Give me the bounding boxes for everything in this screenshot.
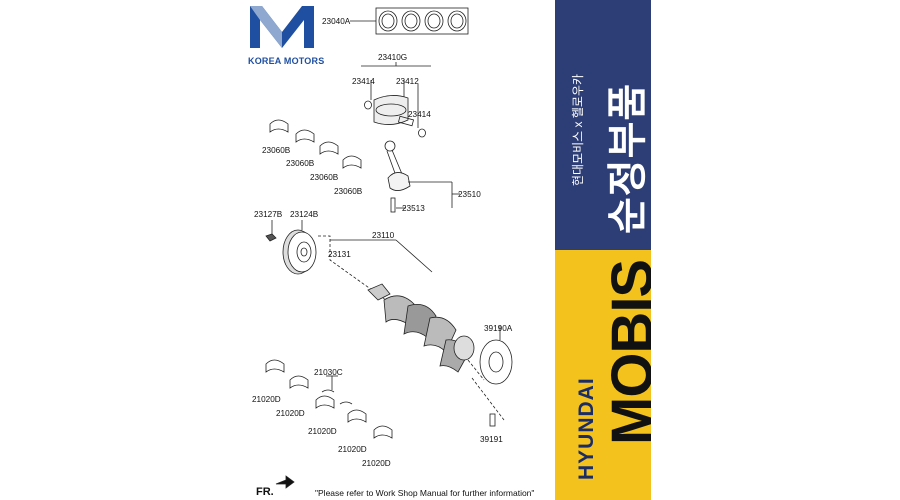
flex-plate-icon [471,326,513,427]
label-23124B: 23124B [290,210,319,219]
pulley-icon [265,220,317,275]
crankshaft-icon [318,235,485,381]
brand-name: KOREA MOTORS [248,56,325,66]
bearing-shells-upper-icon [269,119,362,169]
banner-korean-big: 순정부품 [606,82,650,234]
label-39191: 39191 [480,435,503,444]
right-margin [651,0,900,500]
label-23414b: 23414 [408,110,431,119]
label-21020D-1: 21020D [252,395,281,404]
piston-icon [361,62,431,138]
piston-rings-icon [350,7,469,35]
left-margin [0,0,246,500]
banner-top-panel: 현대모비스 x 헬로우카 순정부품 [555,0,651,250]
label-21020D-2: 21020D [276,409,305,418]
label-21020D-5: 21020D [362,459,391,468]
label-23510: 23510 [458,190,481,199]
footer-note: "Please refer to Work Shop Manual for fu… [315,488,535,498]
label-23414a: 23414 [352,77,375,86]
label-23060B-2: 23060B [286,159,315,168]
label-23040A: 23040A [322,17,351,26]
label-23060B-4: 23060B [334,187,363,196]
label-23127B: 23127B [254,210,283,219]
connecting-rod-icon [384,140,460,213]
label-21030C: 21030C [314,368,343,377]
banner-korean-small: 현대모비스 x 헬로우카 [571,73,585,186]
banner-hyundai: HYUNDAI [575,377,598,480]
engine-diagram: 23040A 23410G 23414 23412 23414 23060B 2… [252,7,513,489]
label-23513: 23513 [402,204,425,213]
label-21020D-4: 21020D [338,445,367,454]
label-23412: 23412 [396,77,419,86]
label-23060B-3: 23060B [310,173,339,182]
banner-bottom-panel [555,250,651,500]
bearing-shells-lower-icon [265,359,393,439]
label-23060B-1: 23060B [262,146,291,155]
label-23110: 23110 [372,231,395,240]
mobis-banner: 현대모비스 x 헬로우카 순정부품 HYUNDAI MOBIS [555,0,665,500]
label-23131: 23131 [328,250,351,259]
front-label: FR. [256,486,274,498]
label-21020D-3: 21020D [308,427,337,436]
label-39190A: 39190A [484,324,513,333]
korea-motors-logo [250,6,314,48]
label-23410G: 23410G [378,53,407,62]
